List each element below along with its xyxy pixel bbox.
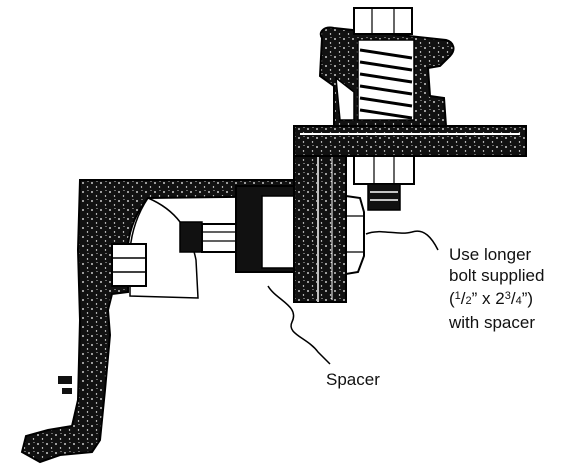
top-nut bbox=[353, 7, 413, 35]
horizontal-plate bbox=[293, 125, 527, 157]
bolt-callout: Use longer bolt supplied (1/2” x 23/4”) … bbox=[449, 244, 544, 333]
lower-nut bbox=[353, 155, 415, 211]
dimension-middle: ” x 2 bbox=[471, 289, 505, 308]
bolt-callout-line3: (1/2” x 23/4”) bbox=[449, 289, 534, 308]
spacer-callout: Spacer bbox=[326, 370, 380, 389]
fraction-numerator: 1 bbox=[454, 290, 461, 302]
spacer bbox=[235, 185, 295, 273]
vertical-plates bbox=[293, 129, 347, 303]
paren-close: ”) bbox=[521, 289, 534, 308]
fraction-denominator: 2 bbox=[465, 295, 472, 307]
bolt-leader-line bbox=[365, 230, 439, 251]
compression-spring bbox=[357, 39, 415, 121]
paren-open: ( bbox=[449, 289, 455, 308]
lower-left-nut bbox=[111, 243, 147, 287]
bolt-callout-line1: Use longer bbox=[449, 245, 532, 264]
fraction-denominator: 4 bbox=[515, 295, 522, 307]
bracket-tab bbox=[58, 376, 72, 384]
bolt-callout-line4: with spacer bbox=[449, 313, 535, 332]
bolt-callout-line2: bolt supplied bbox=[449, 266, 545, 285]
spacer-leader-line bbox=[267, 285, 331, 365]
bracket-tab bbox=[62, 388, 72, 394]
side-nut bbox=[345, 194, 365, 276]
fraction-numerator: 3 bbox=[504, 290, 511, 302]
inner-bolt bbox=[179, 221, 237, 253]
